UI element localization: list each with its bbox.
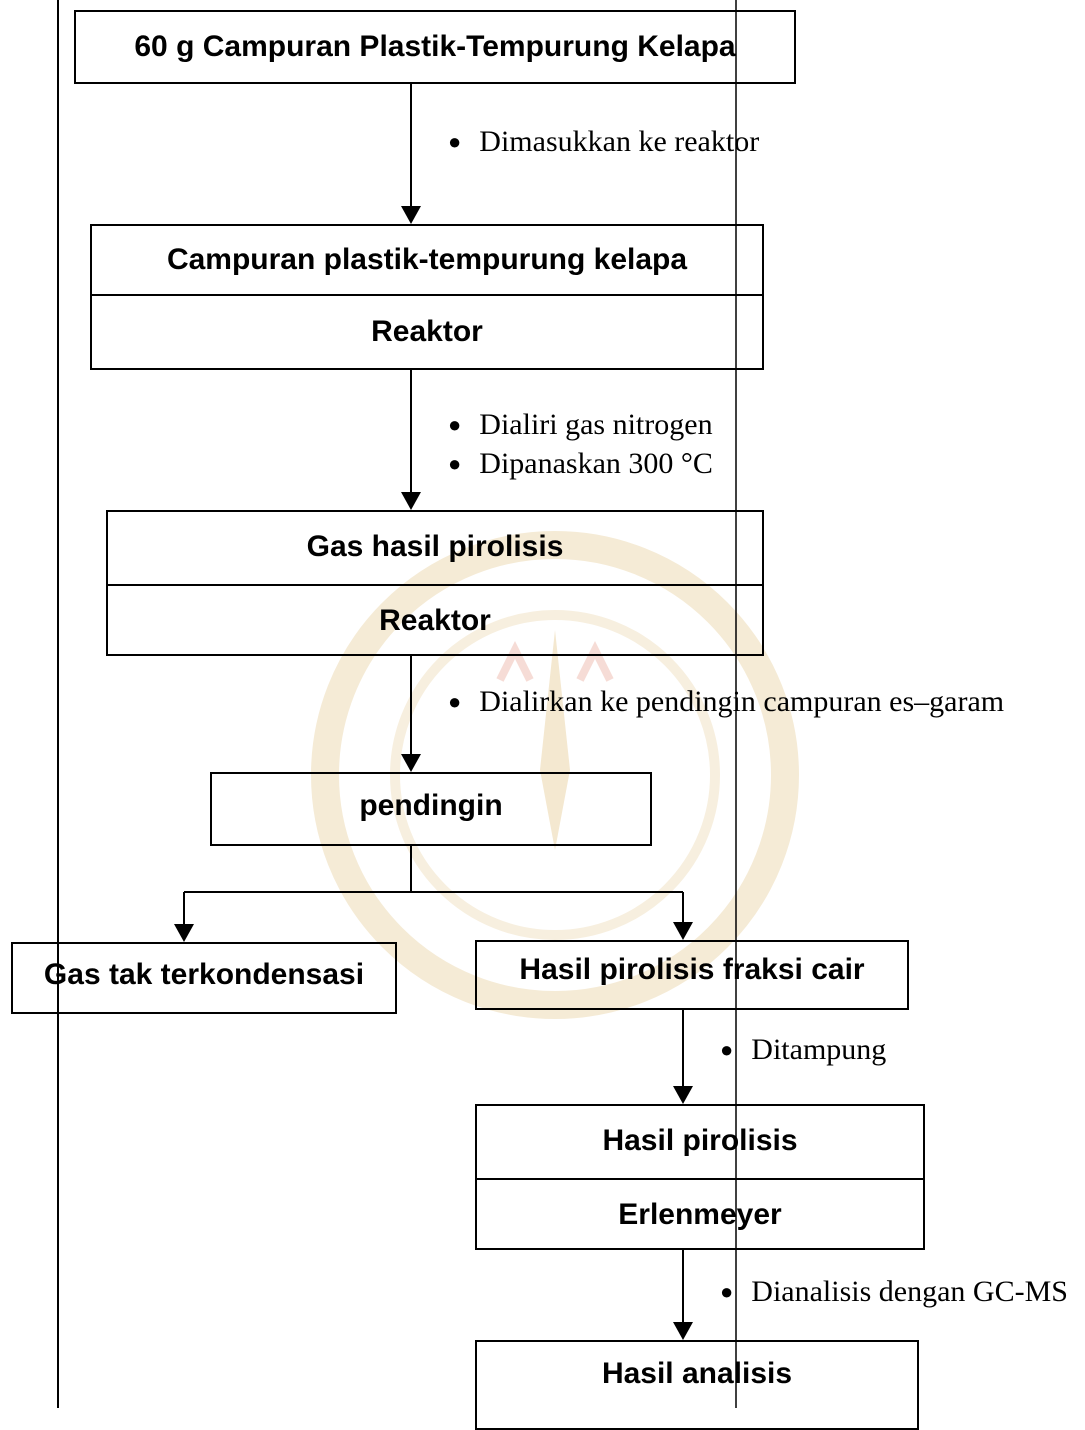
cooler-label: pendingin bbox=[359, 789, 503, 822]
noncondensed-gas-label: Gas tak terkondensasi bbox=[43, 958, 365, 991]
box-divider bbox=[477, 1178, 923, 1180]
note-step2a-text: Dialiri gas nitrogen bbox=[479, 408, 713, 441]
note-step3: ● Dialirkan ke pendingin campuran es–gara… bbox=[448, 682, 1004, 722]
bullet-icon: ● bbox=[448, 689, 462, 714]
analysis-result-box: Hasil analisis bbox=[475, 1340, 919, 1430]
note-step3-text: Dialirkan ke pendingin campuran es–garam bbox=[479, 685, 1005, 718]
note-step4-text: Ditampung bbox=[751, 1033, 887, 1066]
mixture-label: Campuran plastik-tempurung kelapa bbox=[166, 243, 688, 276]
liquid-fraction-label: Hasil pirolisis fraksi cair bbox=[519, 953, 865, 986]
pyrolysis-gas-reactor-box: Gas hasil pirolisis Reaktor bbox=[106, 510, 764, 656]
pyrolysis-gas-label: Gas hasil pirolisis bbox=[306, 530, 564, 563]
cooler-box: pendingin bbox=[210, 772, 652, 846]
bullet-icon: ● bbox=[720, 1037, 734, 1062]
erlenmeyer-label: Erlenmeyer bbox=[618, 1198, 782, 1231]
note-step2b: ● Dipanaskan 300 °C bbox=[448, 444, 713, 484]
note-step5-text: Dianalisis dengan GC-MS bbox=[751, 1275, 1068, 1308]
bullet-icon: ● bbox=[448, 412, 462, 437]
noncondensed-gas-box: Gas tak terkondensasi bbox=[11, 942, 397, 1014]
bullet-icon: ● bbox=[448, 451, 462, 476]
box-divider bbox=[108, 584, 762, 586]
note-step2b-text: Dipanaskan 300 °C bbox=[479, 447, 713, 480]
note-step1: ● Dimasukkan ke reaktor bbox=[448, 122, 759, 162]
note-step1-text: Dimasukkan ke reaktor bbox=[479, 125, 760, 158]
note-step4: ● Ditampung bbox=[720, 1030, 886, 1070]
mixture-reactor-box: Campuran plastik-tempurung kelapa Reakto… bbox=[90, 224, 764, 370]
liquid-fraction-box: Hasil pirolisis fraksi cair bbox=[475, 940, 909, 1010]
analysis-result-label: Hasil analisis bbox=[601, 1357, 793, 1390]
university-seal-watermark bbox=[311, 531, 799, 1019]
note-step2a: ● Dialiri gas nitrogen bbox=[448, 405, 713, 445]
reactor-label: Reaktor bbox=[371, 315, 483, 348]
bullet-icon: ● bbox=[448, 129, 462, 154]
start-material-label: 60 g Campuran Plastik-Tempurung Kelapa bbox=[134, 30, 736, 63]
product-erlenmeyer-box: Hasil pirolisis Erlenmeyer bbox=[475, 1104, 925, 1250]
product-label: Hasil pirolisis bbox=[602, 1124, 798, 1157]
reactor-label-2: Reaktor bbox=[379, 604, 491, 637]
box-divider bbox=[92, 294, 762, 296]
bullet-icon: ● bbox=[720, 1279, 734, 1304]
note-step5: ● Dianalisis dengan GC-MS bbox=[720, 1272, 1068, 1312]
start-material-box: 60 g Campuran Plastik-Tempurung Kelapa bbox=[74, 10, 796, 84]
